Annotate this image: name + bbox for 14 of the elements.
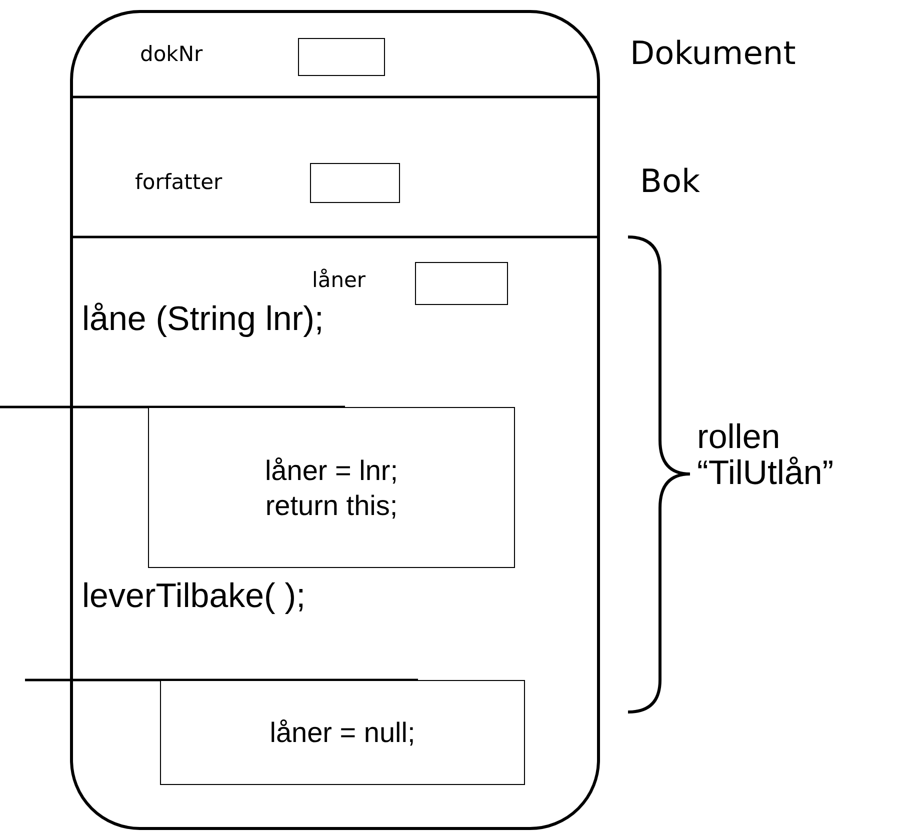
role-label: rollen “TilUtlån” <box>697 420 835 492</box>
object-outline <box>70 10 600 830</box>
empty-field <box>298 38 385 76</box>
method-body: låner = null; <box>160 680 525 785</box>
attribute-name: dokNr <box>140 42 203 66</box>
attribute-name: låner <box>312 268 366 292</box>
empty-field <box>310 163 400 203</box>
method-signature: låne (String lnr); <box>82 300 324 339</box>
empty-field <box>415 262 508 305</box>
class-name: Dokument <box>630 34 796 72</box>
attribute-name: forfatter <box>135 170 222 194</box>
class-name: Bok <box>640 162 700 200</box>
method-signature: leverTilbake( ); <box>82 577 306 616</box>
method-body: låner = lnr; return this; <box>148 407 515 568</box>
